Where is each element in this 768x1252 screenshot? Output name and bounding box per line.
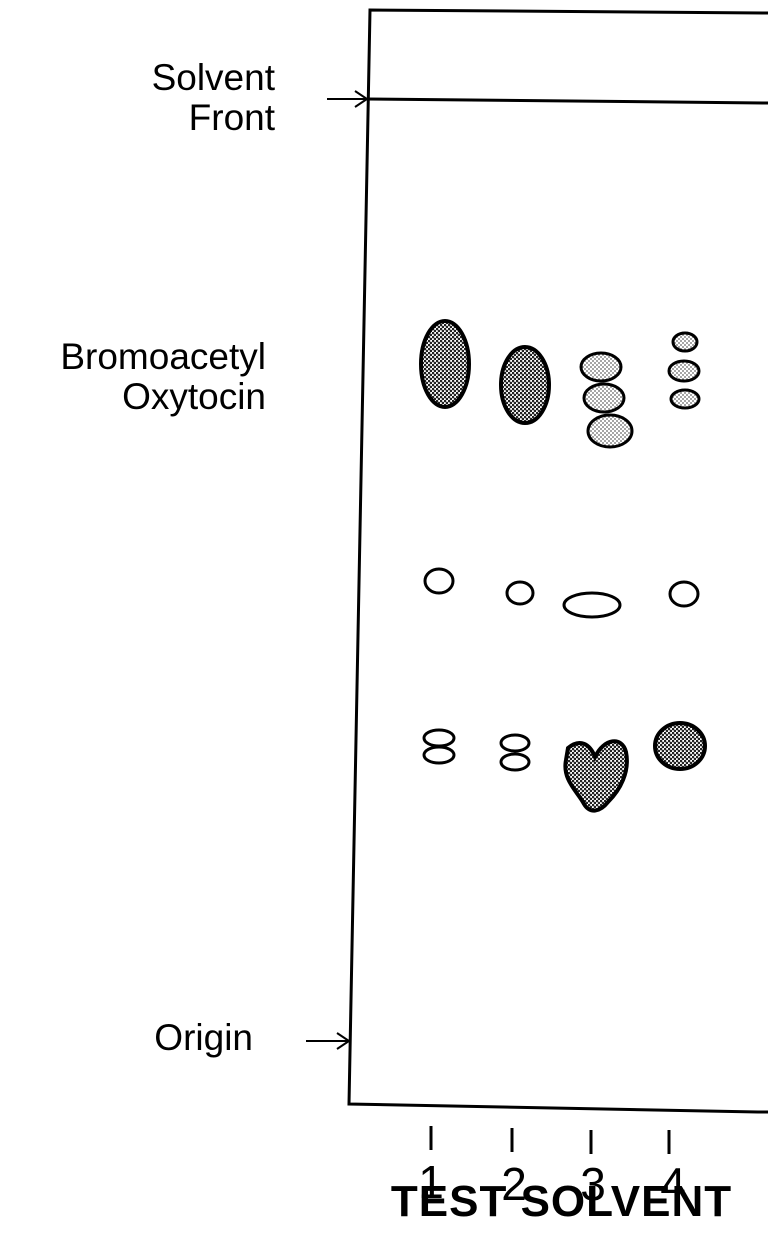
solvent-front-line — [367, 99, 768, 103]
spot — [564, 593, 620, 617]
solvent-front-label: Solvent Front — [152, 58, 275, 138]
spot — [669, 361, 699, 381]
spot — [670, 582, 698, 606]
spot — [507, 582, 533, 604]
origin-arrow — [306, 1033, 349, 1049]
spot — [424, 730, 454, 746]
axis-title: TEST SOLVENT — [355, 1177, 768, 1227]
spot — [588, 415, 632, 447]
lane-2-spots — [501, 347, 549, 770]
spot — [425, 569, 453, 593]
lane-1-spots — [421, 321, 469, 763]
solvent-front-label-line2: Front — [152, 98, 275, 138]
spot — [421, 321, 469, 407]
lane-ticks — [431, 1126, 669, 1154]
spot — [581, 353, 621, 381]
spot — [501, 347, 549, 423]
compound-label-line2: Oxytocin — [60, 377, 266, 417]
lane-4-spots — [655, 333, 705, 769]
lane-3-spots — [564, 353, 632, 811]
spot — [501, 735, 529, 751]
spot — [671, 390, 699, 408]
tlc-plate — [349, 10, 768, 1112]
spot — [501, 754, 529, 770]
spot — [655, 723, 705, 769]
compound-label: Bromoacetyl Oxytocin — [60, 337, 266, 417]
solvent-front-arrow — [327, 91, 367, 107]
spot — [565, 741, 627, 810]
compound-label-line1: Bromoacetyl — [60, 337, 266, 377]
spot — [584, 384, 624, 412]
spot — [424, 747, 454, 763]
spot — [673, 333, 697, 351]
solvent-front-label-line1: Solvent — [152, 58, 275, 98]
origin-label: Origin — [154, 1018, 253, 1058]
